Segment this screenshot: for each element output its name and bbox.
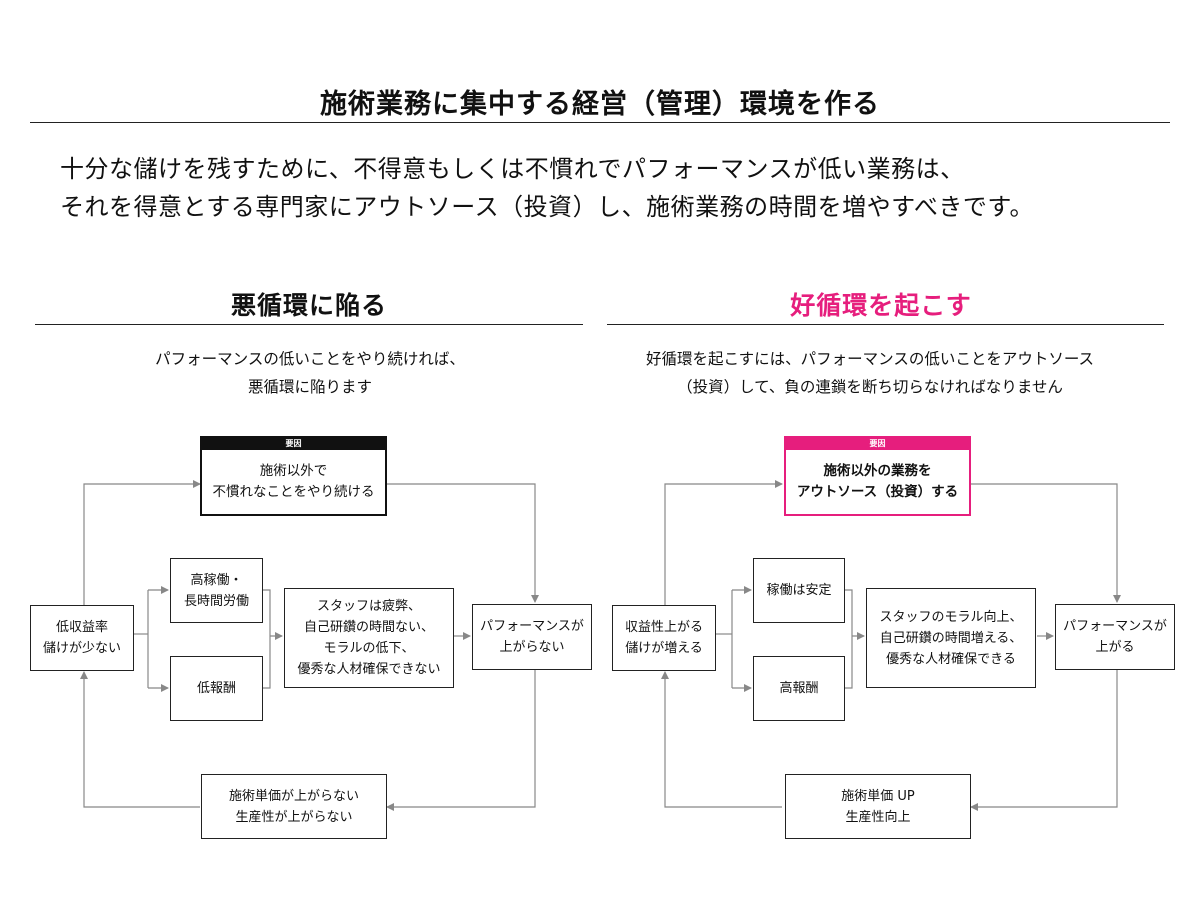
arrow-performance-to-price-r [970, 670, 1118, 811]
factor-tag: 要因 [786, 438, 969, 450]
low-pay-box: 低報酬 [170, 656, 263, 721]
lead-line-2: それを得意とする専門家にアウトソース（投資）し、施術業務の時間を増やすべきです。 [60, 193, 1034, 221]
virtuous-description: 好循環を起こすには、パフォーマンスの低いことをアウトソース （投資）して、負の連… [645, 350, 1095, 396]
arrow-price-to-income [80, 671, 200, 808]
arrow-income-to-factor [83, 480, 201, 605]
virtuous-factor-box: 要因 施術以外の業務を アウトソース（投資）する [784, 436, 971, 516]
arrow-performance-to-price [386, 670, 536, 811]
staff-fatigue-box: スタッフは疲弊、 自己研鑽の時間ない、 モラルの低下、 優秀な人材確保できない [284, 588, 454, 688]
price-up-box: 施術単価 UP 生産性向上 [785, 774, 971, 839]
performance-down-box: パフォーマンスが 上がらない [472, 604, 592, 670]
arrow-income-to-factor-r [664, 480, 783, 605]
page-title: 施術業務に集中する経営（管理）環境を作る [320, 89, 880, 120]
income-up-box: 収益性上がる 儲けが増える [612, 605, 716, 671]
title-divider [30, 122, 1170, 123]
virtuous-divider [607, 324, 1164, 325]
vicious-title: 悪循環に陥る [230, 291, 387, 320]
work-stable-box: 稼働は安定 [753, 558, 845, 623]
virtuous-title: 好循環を起こす [790, 291, 972, 320]
high-pay-box: 高報酬 [753, 656, 845, 721]
arrow-price-to-income-r [661, 671, 782, 808]
bracket-to-staff-r [845, 589, 864, 689]
price-stagnant-box: 施術単価が上がらない 生産性が上がらない [201, 774, 387, 839]
low-income-box: 低収益率 儲けが少ない [30, 605, 134, 671]
vicious-description: パフォーマンスの低いことをやり続ければ、 悪循環に陥ります [155, 350, 465, 396]
lead-paragraph: 十分な儲けを残すために、不得意もしくは不慣れでパフォーマンスが低い業務は、 それ… [60, 150, 1170, 226]
arrow-factor-to-performance-r [971, 483, 1121, 603]
vicious-divider [35, 324, 583, 325]
vicious-factor-box: 要因 施術以外で 不慣れなことをやり続ける [200, 436, 387, 516]
factor-tag: 要因 [202, 438, 385, 450]
performance-up-box: パフォーマンスが 上がる [1055, 604, 1175, 670]
arrow-factor-to-performance [387, 483, 539, 603]
high-work-box: 高稼働・ 長時間労働 [170, 558, 263, 623]
lead-line-1: 十分な儲けを残すために、不得意もしくは不慣れでパフォーマンスが低い業務は、 [60, 155, 965, 183]
bracket-to-staff [263, 589, 282, 689]
staff-morale-box: スタッフのモラル向上、 自己研鑽の時間増える、 優秀な人材確保できる [866, 588, 1036, 688]
